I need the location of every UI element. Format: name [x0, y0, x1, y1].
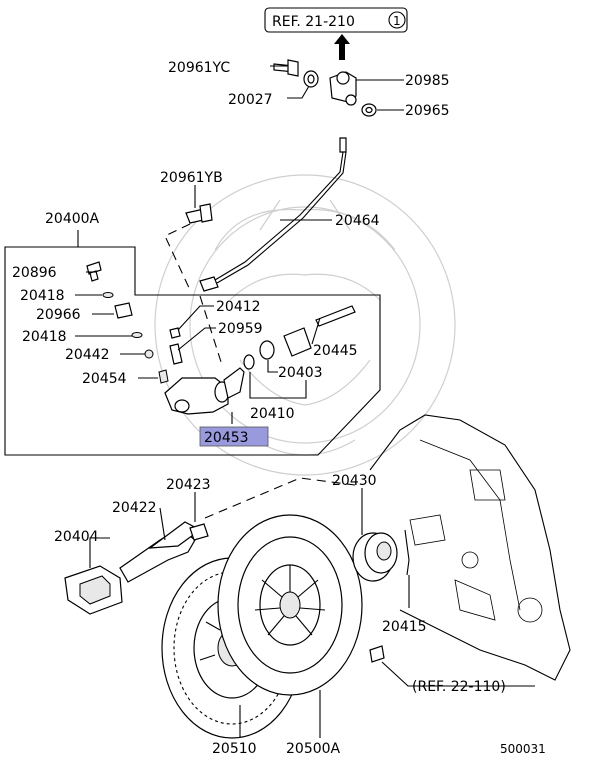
assembly-20400A-outline	[4, 230, 381, 456]
ref-circle-number: 1	[393, 14, 401, 28]
label-20464[interactable]: 20464	[335, 213, 380, 229]
label-20403[interactable]: 20403	[278, 365, 323, 381]
arrow-up-icon	[334, 34, 350, 60]
label-20412[interactable]: 20412	[216, 299, 261, 315]
label-20430[interactable]: 20430	[332, 473, 377, 489]
label-20400A[interactable]: 20400A	[45, 211, 100, 227]
label-20418-a[interactable]: 20418	[20, 288, 65, 304]
label-20442[interactable]: 20442	[65, 347, 110, 363]
highlight-box-20453	[199, 426, 269, 447]
part-labels: 20961YC 20985 20027 20965 20961YB 20464 …	[12, 60, 546, 757]
hose-assembly	[164, 59, 377, 366]
top-reference: REF. 21-210 1	[264, 7, 408, 60]
union-20985	[329, 71, 357, 103]
label-ref-22-110[interactable]: (REF. 22-110)	[412, 679, 506, 695]
label-20965[interactable]: 20965	[405, 103, 450, 119]
figure-code: 500031	[500, 742, 546, 756]
label-20415[interactable]: 20415	[382, 619, 427, 635]
label-20985[interactable]: 20985	[405, 73, 450, 89]
lower-clutch-parts	[64, 414, 571, 739]
label-20410[interactable]: 20410	[250, 406, 295, 422]
label-20961YB[interactable]: 20961YB	[160, 170, 223, 186]
label-20500A[interactable]: 20500A	[286, 741, 341, 757]
label-20510[interactable]: 20510	[212, 741, 257, 757]
ref-circle	[388, 11, 406, 29]
label-20445[interactable]: 20445	[313, 343, 358, 359]
label-20027[interactable]: 20027	[228, 92, 273, 108]
leader-lines	[75, 65, 535, 738]
label-20454[interactable]: 20454	[82, 371, 127, 387]
label-20959[interactable]: 20959	[218, 321, 263, 337]
label-20418-b[interactable]: 20418	[22, 329, 67, 345]
ref-top-label: REF. 21-210	[272, 14, 355, 30]
label-20423[interactable]: 20423	[166, 477, 211, 493]
background-emblem	[154, 174, 456, 476]
label-20422[interactable]: 20422	[112, 500, 157, 516]
label-20966[interactable]: 20966	[36, 307, 81, 323]
label-20896[interactable]: 20896	[12, 265, 57, 281]
label-20404[interactable]: 20404	[54, 529, 99, 545]
label-20961YC[interactable]: 20961YC	[168, 60, 230, 76]
assembly-20400A-parts	[86, 261, 356, 415]
ref-box	[264, 7, 408, 33]
label-20453[interactable]: 20453	[204, 430, 249, 446]
